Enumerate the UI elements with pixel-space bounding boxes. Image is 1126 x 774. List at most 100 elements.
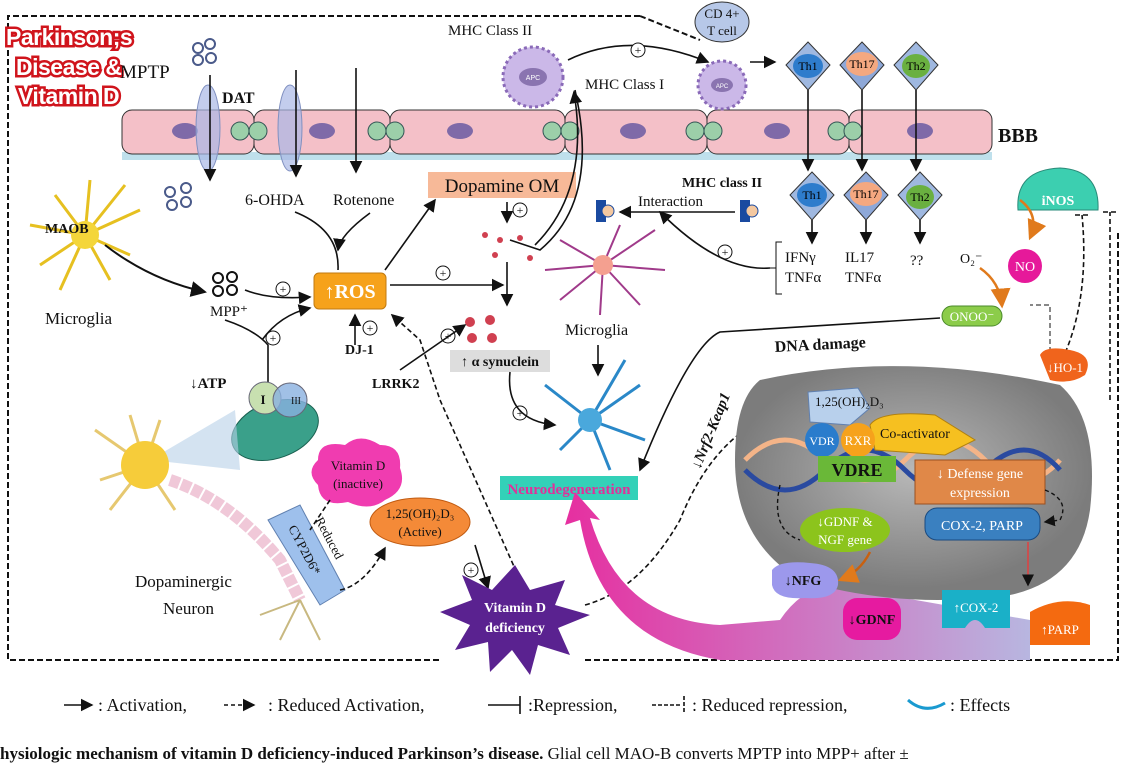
legend-effects: : Effects [950, 695, 1010, 715]
gdnf-ngf-label: ↓GDNF & [817, 514, 872, 529]
svg-text:+: + [517, 203, 524, 217]
svg-text:(Active): (Active) [398, 524, 441, 539]
svg-text:+: + [367, 321, 374, 335]
svg-text:Th17: Th17 [849, 57, 874, 71]
svg-text:+: + [722, 245, 729, 259]
legend: : Activation, : Reduced Activation, :Rep… [64, 695, 1010, 715]
mhc-class-ii-interaction-label: MHC class II [682, 176, 762, 191]
alpha-synuclein-aggregates-icon [465, 232, 533, 343]
svg-text:(inactive): (inactive) [333, 476, 383, 491]
caption-text: Glial cell MAO-B converts MPTP into MPP+… [543, 744, 909, 763]
svg-text:Th1: Th1 [802, 188, 821, 202]
alpha-synuclein-label: ↑ α synuclein [461, 355, 539, 370]
svg-text:Th2: Th2 [910, 190, 929, 204]
rxr-label: RXR [845, 433, 872, 448]
svg-text:TNFα: TNFα [845, 270, 881, 286]
defense-gene-box [914, 459, 1046, 505]
svg-text:I: I [260, 392, 265, 407]
no-label: NO [1015, 260, 1035, 275]
alpha-synuclein-box [450, 350, 550, 372]
ho1-shape [1040, 348, 1088, 382]
cox-parp-label: COX-2, PARP [941, 519, 1023, 534]
svg-text:+: + [270, 331, 277, 345]
microglia-cell-right [544, 224, 666, 316]
svg-text:iNOS: iNOS [1042, 194, 1075, 209]
maob-label: MAOB [45, 222, 89, 237]
legend-repression: :Repression, [528, 695, 618, 715]
defense-gene-label: ↓ Defense gene [937, 467, 1023, 482]
ros-label: ↑ROS [324, 281, 375, 303]
vdre-box [818, 456, 896, 482]
microglia-left-label: Microglia [45, 309, 112, 328]
th-cells-bottom: Th1 Th17 Th2 [789, 171, 943, 221]
svg-text:Disease &: Disease & [16, 54, 121, 80]
dopamine-om-box [428, 172, 576, 198]
neuron-damaged-icon [544, 359, 646, 471]
cox2-label: ↑COX-2 [954, 600, 999, 615]
vitamin-d-inactive-cloud: Vitamin D (inactive) [311, 438, 403, 507]
legend-activation: : Activation, [98, 695, 187, 715]
mpp-label: MPP⁺ [210, 304, 248, 320]
onoo-label: ONOO⁻ [950, 309, 994, 324]
mptp-molecules-icon [164, 38, 217, 211]
gdnf-ngf-label-2: NGF gene [818, 532, 872, 547]
ho1-label: ↓HO-1 [1047, 360, 1083, 375]
nfg-shape [772, 562, 839, 599]
dna-damage-label: DNA damage [774, 334, 866, 356]
svg-text:APC: APC [526, 75, 540, 82]
svg-text:1,25(OH)₂D₃: 1,25(OH)₂D₃ [386, 506, 455, 521]
svg-text:+: + [635, 43, 642, 57]
neurodegeneration-label: Neurodegeneration [507, 482, 631, 498]
svg-text:Vitamin D: Vitamin D [331, 458, 385, 473]
superoxide-label: O₂⁻ [960, 252, 982, 267]
interaction-text: Interaction [638, 194, 703, 210]
svg-text:??: ?? [910, 253, 924, 269]
vdr-label: VDR [809, 434, 834, 448]
svg-text:Th2: Th2 [906, 59, 925, 73]
svg-text:Th17: Th17 [853, 187, 878, 201]
atp-label: ↓ATP [190, 376, 226, 392]
parp-shape [1030, 601, 1090, 645]
ros-box [313, 272, 387, 310]
6-ohda-label: 6-OHDA [245, 192, 305, 209]
neuron-label-line1: Dopaminergic [135, 572, 232, 591]
svg-text:IFNγ: IFNγ [785, 250, 816, 266]
effects-arrow [565, 492, 1030, 660]
dopaminergic-neuron-icon [94, 410, 321, 641]
boundary-frame [7, 15, 1119, 661]
dat-label: DAT [222, 90, 255, 107]
nrf2-keap1-label: ↓Nrf2-Keap1 [689, 391, 734, 472]
gdnf-ngf-gene-shape [800, 508, 890, 552]
svg-text:T cell: T cell [707, 23, 737, 38]
svg-text:+: + [517, 406, 524, 420]
inos-enzyme: iNOS [1017, 167, 1099, 211]
svg-text:Vitamin D: Vitamin D [484, 601, 546, 616]
svg-text:APC: APC [716, 84, 729, 90]
apc-cell-2: APC [696, 59, 748, 111]
gdnf-label: ↓GDNF [849, 613, 896, 628]
svg-text:deficiency: deficiency [485, 621, 545, 636]
svg-text:TNFα: TNFα [785, 270, 821, 286]
svg-text:Th1: Th1 [798, 59, 817, 73]
blood-brain-barrier [121, 84, 993, 172]
svg-text:+: + [440, 266, 447, 280]
mhc-receptor-icon [596, 200, 759, 222]
rotenone-label: Rotenone [333, 192, 394, 209]
svg-text:CD 4+: CD 4+ [704, 6, 739, 21]
dj1-label: DJ-1 [345, 343, 374, 358]
svg-text:+: + [468, 563, 475, 577]
mitochondrion-icon: I III [231, 381, 319, 461]
effects-legend-icon [907, 698, 946, 710]
svg-text:Parkinson;s: Parkinson;s [6, 24, 132, 50]
bbb-label: BBB [998, 125, 1038, 147]
no-molecule [1008, 249, 1042, 283]
defense-gene-label-2: expression [950, 486, 1010, 501]
mhc-class-ii-label: MHC Class II [448, 23, 532, 39]
svg-text:IL17: IL17 [845, 250, 875, 266]
th-cells-top: Th1 Th17 Th2 [785, 41, 939, 91]
parp-label: ↑PARP [1041, 622, 1079, 637]
microglia-right-label: Microglia [565, 322, 628, 339]
figure-caption: hysiologic mechanism of vitamin D defici… [0, 744, 909, 764]
